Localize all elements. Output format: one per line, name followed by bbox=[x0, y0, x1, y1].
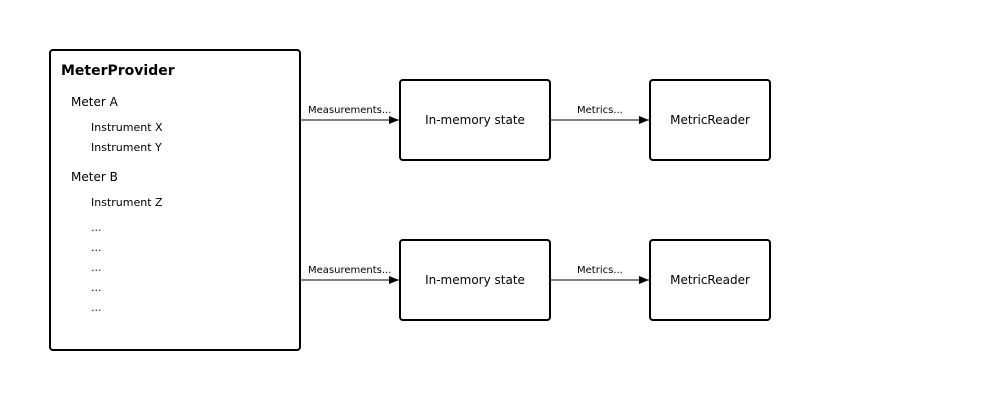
meter-provider-title: MeterProvider bbox=[61, 63, 175, 79]
meter-b-label: Meter B bbox=[71, 170, 118, 184]
measurements-label-bottom: Measurements... bbox=[308, 265, 392, 276]
in-memory-state-box-bottom: In-memory state bbox=[399, 239, 551, 321]
in-memory-state-label: In-memory state bbox=[425, 113, 525, 127]
ellipsis-item: ... bbox=[91, 301, 102, 314]
metrics-label-top: Metrics... bbox=[577, 105, 623, 116]
metric-reader-label: MetricReader bbox=[670, 113, 750, 127]
ellipsis-item: ... bbox=[91, 221, 102, 234]
metric-reader-label: MetricReader bbox=[670, 273, 750, 287]
metrics-label-bottom: Metrics... bbox=[577, 265, 623, 276]
instrument-x-label: Instrument X bbox=[91, 121, 163, 134]
ellipsis-item: ... bbox=[91, 261, 102, 274]
metric-reader-box-top: MetricReader bbox=[649, 79, 771, 161]
metric-reader-box-bottom: MetricReader bbox=[649, 239, 771, 321]
in-memory-state-label: In-memory state bbox=[425, 273, 525, 287]
in-memory-state-box-top: In-memory state bbox=[399, 79, 551, 161]
ellipsis-item: ... bbox=[91, 281, 102, 294]
meter-provider-box: MeterProvider Meter A Instrument X Instr… bbox=[49, 49, 301, 351]
measurements-label-top: Measurements... bbox=[308, 105, 392, 116]
instrument-z-label: Instrument Z bbox=[91, 196, 163, 209]
instrument-y-label: Instrument Y bbox=[91, 141, 162, 154]
meter-a-label: Meter A bbox=[71, 95, 118, 109]
ellipsis-item: ... bbox=[91, 241, 102, 254]
